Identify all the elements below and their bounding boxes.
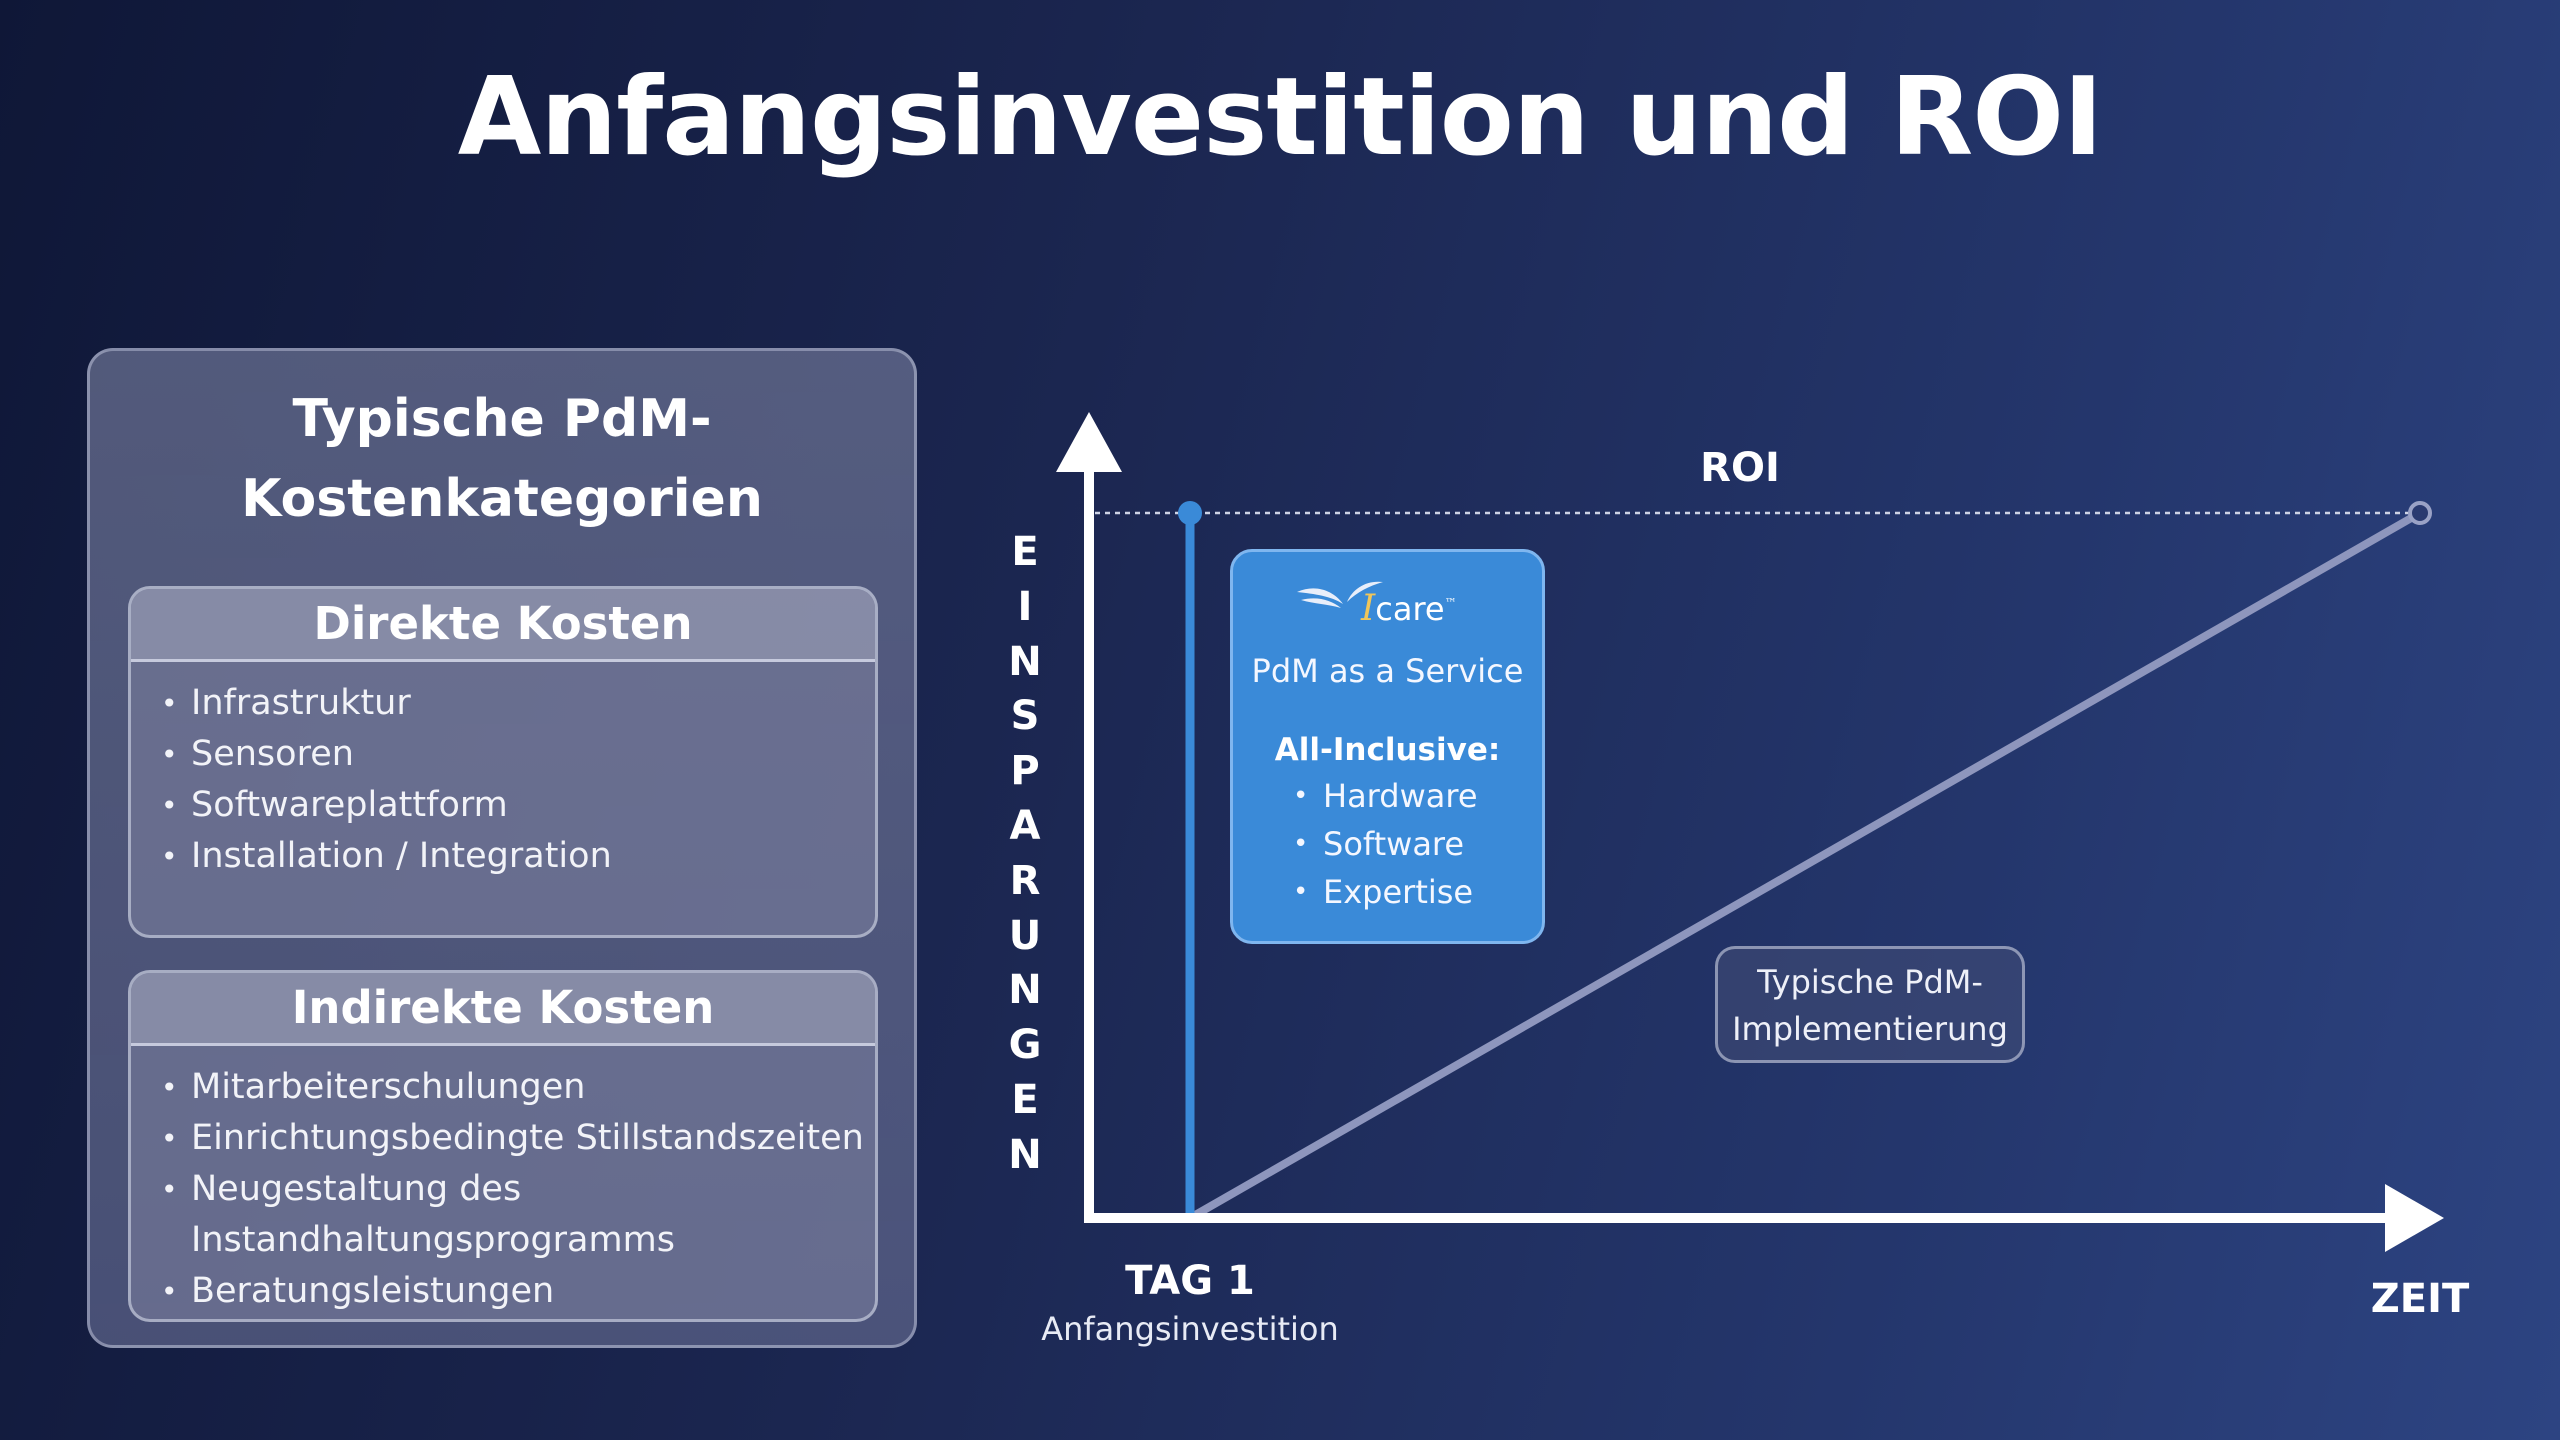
day-one-label: TAG 1 xyxy=(1125,1258,1255,1304)
list-item: Beratungsleistungen xyxy=(161,1266,875,1317)
direct-costs-card: Direkte Kosten Infrastruktur Sensoren So… xyxy=(128,586,878,938)
panel-title-line: Kostenkategorien xyxy=(241,469,763,529)
direct-costs-heading: Direkte Kosten xyxy=(131,589,875,662)
list-item: Expertise xyxy=(1293,868,1478,916)
impl-line: Implementierung xyxy=(1732,1010,2008,1048)
list-item: Hardware xyxy=(1293,772,1478,820)
impl-line: Typische PdM- xyxy=(1757,963,1983,1001)
page-title: Anfangsinvestition und ROI xyxy=(457,55,2103,180)
indirect-costs-heading: Indirekte Kosten xyxy=(131,973,875,1046)
list-item: Sensoren xyxy=(161,729,875,780)
typical-implementation-line xyxy=(1188,509,2422,1222)
roi-end-marker xyxy=(2408,501,2432,525)
pdm-service-box: Icare™ PdM as a Service All-Inclusive: H… xyxy=(1230,549,1545,944)
x-axis-arrow-icon xyxy=(2385,1184,2444,1252)
list-item: Neugestaltung desInstandhaltungsprogramm… xyxy=(161,1164,875,1266)
y-axis-label-letter: U xyxy=(1008,912,1042,959)
panel-title: Typische PdM- Kostenkategorien xyxy=(90,379,914,539)
typical-implementation-box: Typische PdM- Implementierung xyxy=(1715,946,2025,1063)
panel-title-line: Typische PdM- xyxy=(292,389,712,449)
y-axis-label-letter: N xyxy=(1008,967,1042,1014)
icare-logo: Icare™ xyxy=(1295,578,1475,638)
indirect-costs-card: Indirekte Kosten Mitarbeiterschulungen E… xyxy=(128,970,878,1322)
list-item: Installation / Integration xyxy=(161,831,875,882)
service-subtitle: PdM as a Service xyxy=(1251,652,1524,690)
indirect-costs-list: Mitarbeiterschulungen Einrichtungsbeding… xyxy=(131,1046,875,1317)
service-items: Hardware Software Expertise xyxy=(1293,772,1478,916)
wings-icon xyxy=(1297,581,1383,608)
y-axis-label-letter: G xyxy=(1008,1022,1042,1069)
list-item: Softwareplattform xyxy=(161,780,875,831)
y-axis-label-letter: E xyxy=(1011,1076,1039,1123)
all-inclusive-label: All-Inclusive: xyxy=(1274,732,1501,768)
list-item: Software xyxy=(1293,820,1478,868)
y-axis-label-letter: N xyxy=(1008,1131,1042,1178)
x-axis-label: ZEIT xyxy=(2370,1276,2470,1322)
roi-label: ROI xyxy=(1700,445,1780,491)
y-axis-label-letter: A xyxy=(1009,802,1041,849)
list-item: Einrichtungsbedingte Stillstandszeiten xyxy=(161,1113,875,1164)
roi-start-marker xyxy=(1178,501,1202,525)
y-axis-label-letter: E xyxy=(1011,529,1039,575)
list-item: Infrastruktur xyxy=(161,678,875,729)
y-axis-label-letter: N xyxy=(1008,638,1042,685)
list-item: Mitarbeiterschulungen xyxy=(161,1062,875,1113)
y-axis-label-letter: P xyxy=(1010,748,1040,795)
y-axis-label-letter: S xyxy=(1010,693,1040,740)
y-axis-label-letter: R xyxy=(1009,857,1041,904)
y-axis-arrow-icon xyxy=(1056,412,1122,472)
y-axis-label-letter: I xyxy=(1017,583,1033,630)
direct-costs-list: Infrastruktur Sensoren Softwareplattform… xyxy=(131,662,875,882)
logo-text: Icare™ xyxy=(1361,588,1457,629)
initial-investment-label: Anfangsinvestition xyxy=(1041,1310,1339,1348)
cost-categories-panel: Typische PdM- Kostenkategorien Direkte K… xyxy=(87,348,917,1348)
